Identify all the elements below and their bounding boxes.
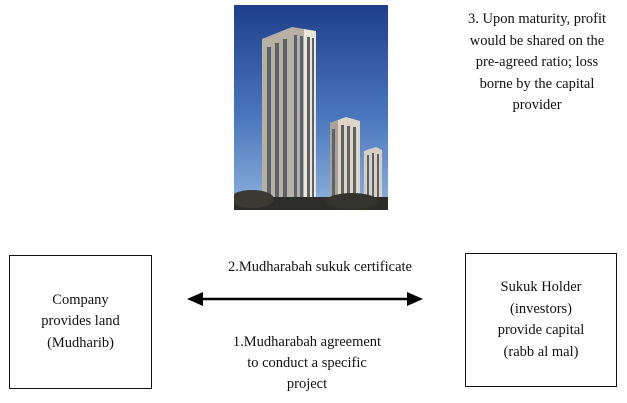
double-arrow-icon [187, 291, 423, 307]
certificate-label: 2.Mudharabah sukuk certificate [228, 259, 412, 275]
sukuk-holder-label: Sukuk Holder (investors) provide capital… [497, 279, 585, 360]
company-label: Company provides land (Mudharib) [41, 291, 120, 351]
maturity-note: 3. Upon maturity, profit would be shared… [468, 11, 606, 113]
sukuk-holder-box: Sukuk Holder (investors) provide capital… [465, 253, 617, 387]
company-box: Company provides land (Mudharib) [9, 255, 152, 389]
tower-image-icon [234, 5, 388, 210]
agreement-label: 1.Mudharabah agreement to conduct a spec… [232, 334, 382, 392]
building-photo [234, 5, 388, 210]
